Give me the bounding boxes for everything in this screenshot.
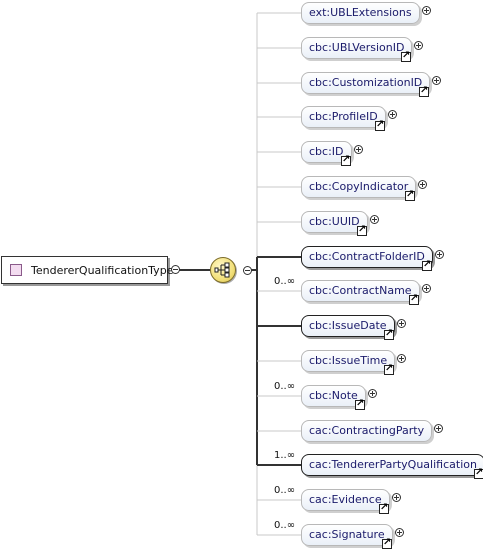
collapse-icon[interactable] (171, 265, 180, 274)
reference-arrow-icon (384, 327, 394, 341)
plus-circle-icon[interactable] (388, 110, 397, 119)
reference-arrow-icon (422, 258, 432, 272)
plus-circle-icon[interactable] (434, 424, 443, 433)
reference-arrow-icon (341, 153, 351, 167)
reference-arrow-icon (419, 84, 429, 98)
element-label: cbc:CopyIndicator (309, 180, 409, 193)
element-label: cac:ContractingParty (309, 424, 425, 437)
element-cbc-id[interactable]: cbc:ID (301, 141, 352, 163)
element-label: cbc:UUID (309, 215, 360, 228)
element-cbc-issuetime[interactable]: cbc:IssueTime (301, 350, 396, 372)
reference-arrow-icon (405, 188, 415, 202)
element-cbc-ublversionid[interactable]: cbc:UBLVersionID (301, 37, 413, 59)
root-type-box[interactable]: TendererQualificationType (1, 256, 173, 284)
plus-circle-icon[interactable] (354, 145, 363, 154)
element-cac-signature[interactable]: cac:Signature (301, 524, 393, 546)
element-label: ext:UBLExtensions (309, 6, 412, 19)
element-cbc-profileid[interactable]: cbc:ProfileID (301, 106, 386, 128)
element-label: cbc:CustomizationID (309, 76, 423, 89)
element-cbc-issuedate[interactable]: cbc:IssueDate (301, 315, 395, 337)
element-cbc-contractfolderid[interactable]: cbc:ContractFolderID (301, 246, 433, 268)
element-label: cbc:ContractFolderID (309, 250, 425, 263)
plus-circle-icon[interactable] (414, 41, 423, 50)
reference-arrow-icon (474, 466, 483, 480)
element-label: cbc:UBLVersionID (309, 41, 405, 54)
reference-arrow-icon (375, 118, 385, 132)
element-cac-contractingparty[interactable]: cac:ContractingParty (301, 420, 433, 442)
reference-arrow-icon (382, 536, 392, 550)
plus-circle-icon[interactable] (397, 354, 406, 363)
cardinality-label: 0..∞ (274, 520, 296, 531)
cardinality-label: 1..∞ (274, 450, 296, 461)
element-label: cac:Signature (309, 528, 385, 541)
element-ext-ublextensions[interactable]: ext:UBLExtensions (301, 2, 420, 24)
element-cac-tendererpartyqualification[interactable]: cac:TendererPartyQualification (301, 454, 483, 476)
element-label: cbc:IssueDate (309, 319, 387, 332)
plus-circle-icon[interactable] (392, 493, 401, 502)
element-label: cbc:ID (309, 145, 344, 158)
plus-circle-icon[interactable] (397, 319, 406, 328)
plus-circle-icon[interactable] (422, 284, 431, 293)
reference-arrow-icon (409, 292, 419, 306)
element-label: cac:TendererPartyQualification (309, 458, 477, 471)
element-cbc-customizationid[interactable]: cbc:CustomizationID (301, 72, 431, 94)
plus-circle-icon[interactable] (432, 76, 441, 85)
reference-arrow-icon (401, 49, 411, 63)
reference-arrow-icon (357, 223, 367, 237)
plus-circle-icon[interactable] (370, 215, 379, 224)
root-type-label: TendererQualificationType (31, 263, 174, 277)
element-cbc-uuid[interactable]: cbc:UUID (301, 211, 368, 233)
element-cbc-copyindicator[interactable]: cbc:CopyIndicator (301, 176, 417, 198)
collapse-icon[interactable] (243, 266, 252, 275)
cardinality-label: 0..∞ (274, 381, 296, 392)
plus-circle-icon[interactable] (422, 6, 431, 15)
plus-circle-icon[interactable] (395, 528, 404, 537)
element-cbc-note[interactable]: cbc:Note (301, 385, 366, 407)
element-cbc-contractname[interactable]: cbc:ContractName (301, 280, 420, 302)
plus-circle-icon[interactable] (368, 389, 377, 398)
reference-arrow-icon (379, 501, 389, 515)
cardinality-label: 0..∞ (274, 276, 296, 287)
sequence-glyph-icon (214, 262, 230, 278)
cardinality-label: 0..∞ (274, 485, 296, 496)
element-label: cbc:IssueTime (309, 354, 388, 367)
plus-circle-icon[interactable] (418, 180, 427, 189)
sequence-compositor-icon[interactable] (210, 257, 236, 283)
reference-arrow-icon (355, 397, 365, 411)
complex-type-icon (10, 264, 22, 276)
plus-circle-icon[interactable] (435, 250, 444, 259)
element-label: cbc:ProfileID (309, 110, 378, 123)
element-cac-evidence[interactable]: cac:Evidence (301, 489, 390, 511)
element-label: cac:Evidence (309, 493, 382, 506)
element-label: cbc:ContractName (309, 284, 412, 297)
element-label: cbc:Note (309, 389, 358, 402)
reference-arrow-icon (384, 362, 394, 376)
